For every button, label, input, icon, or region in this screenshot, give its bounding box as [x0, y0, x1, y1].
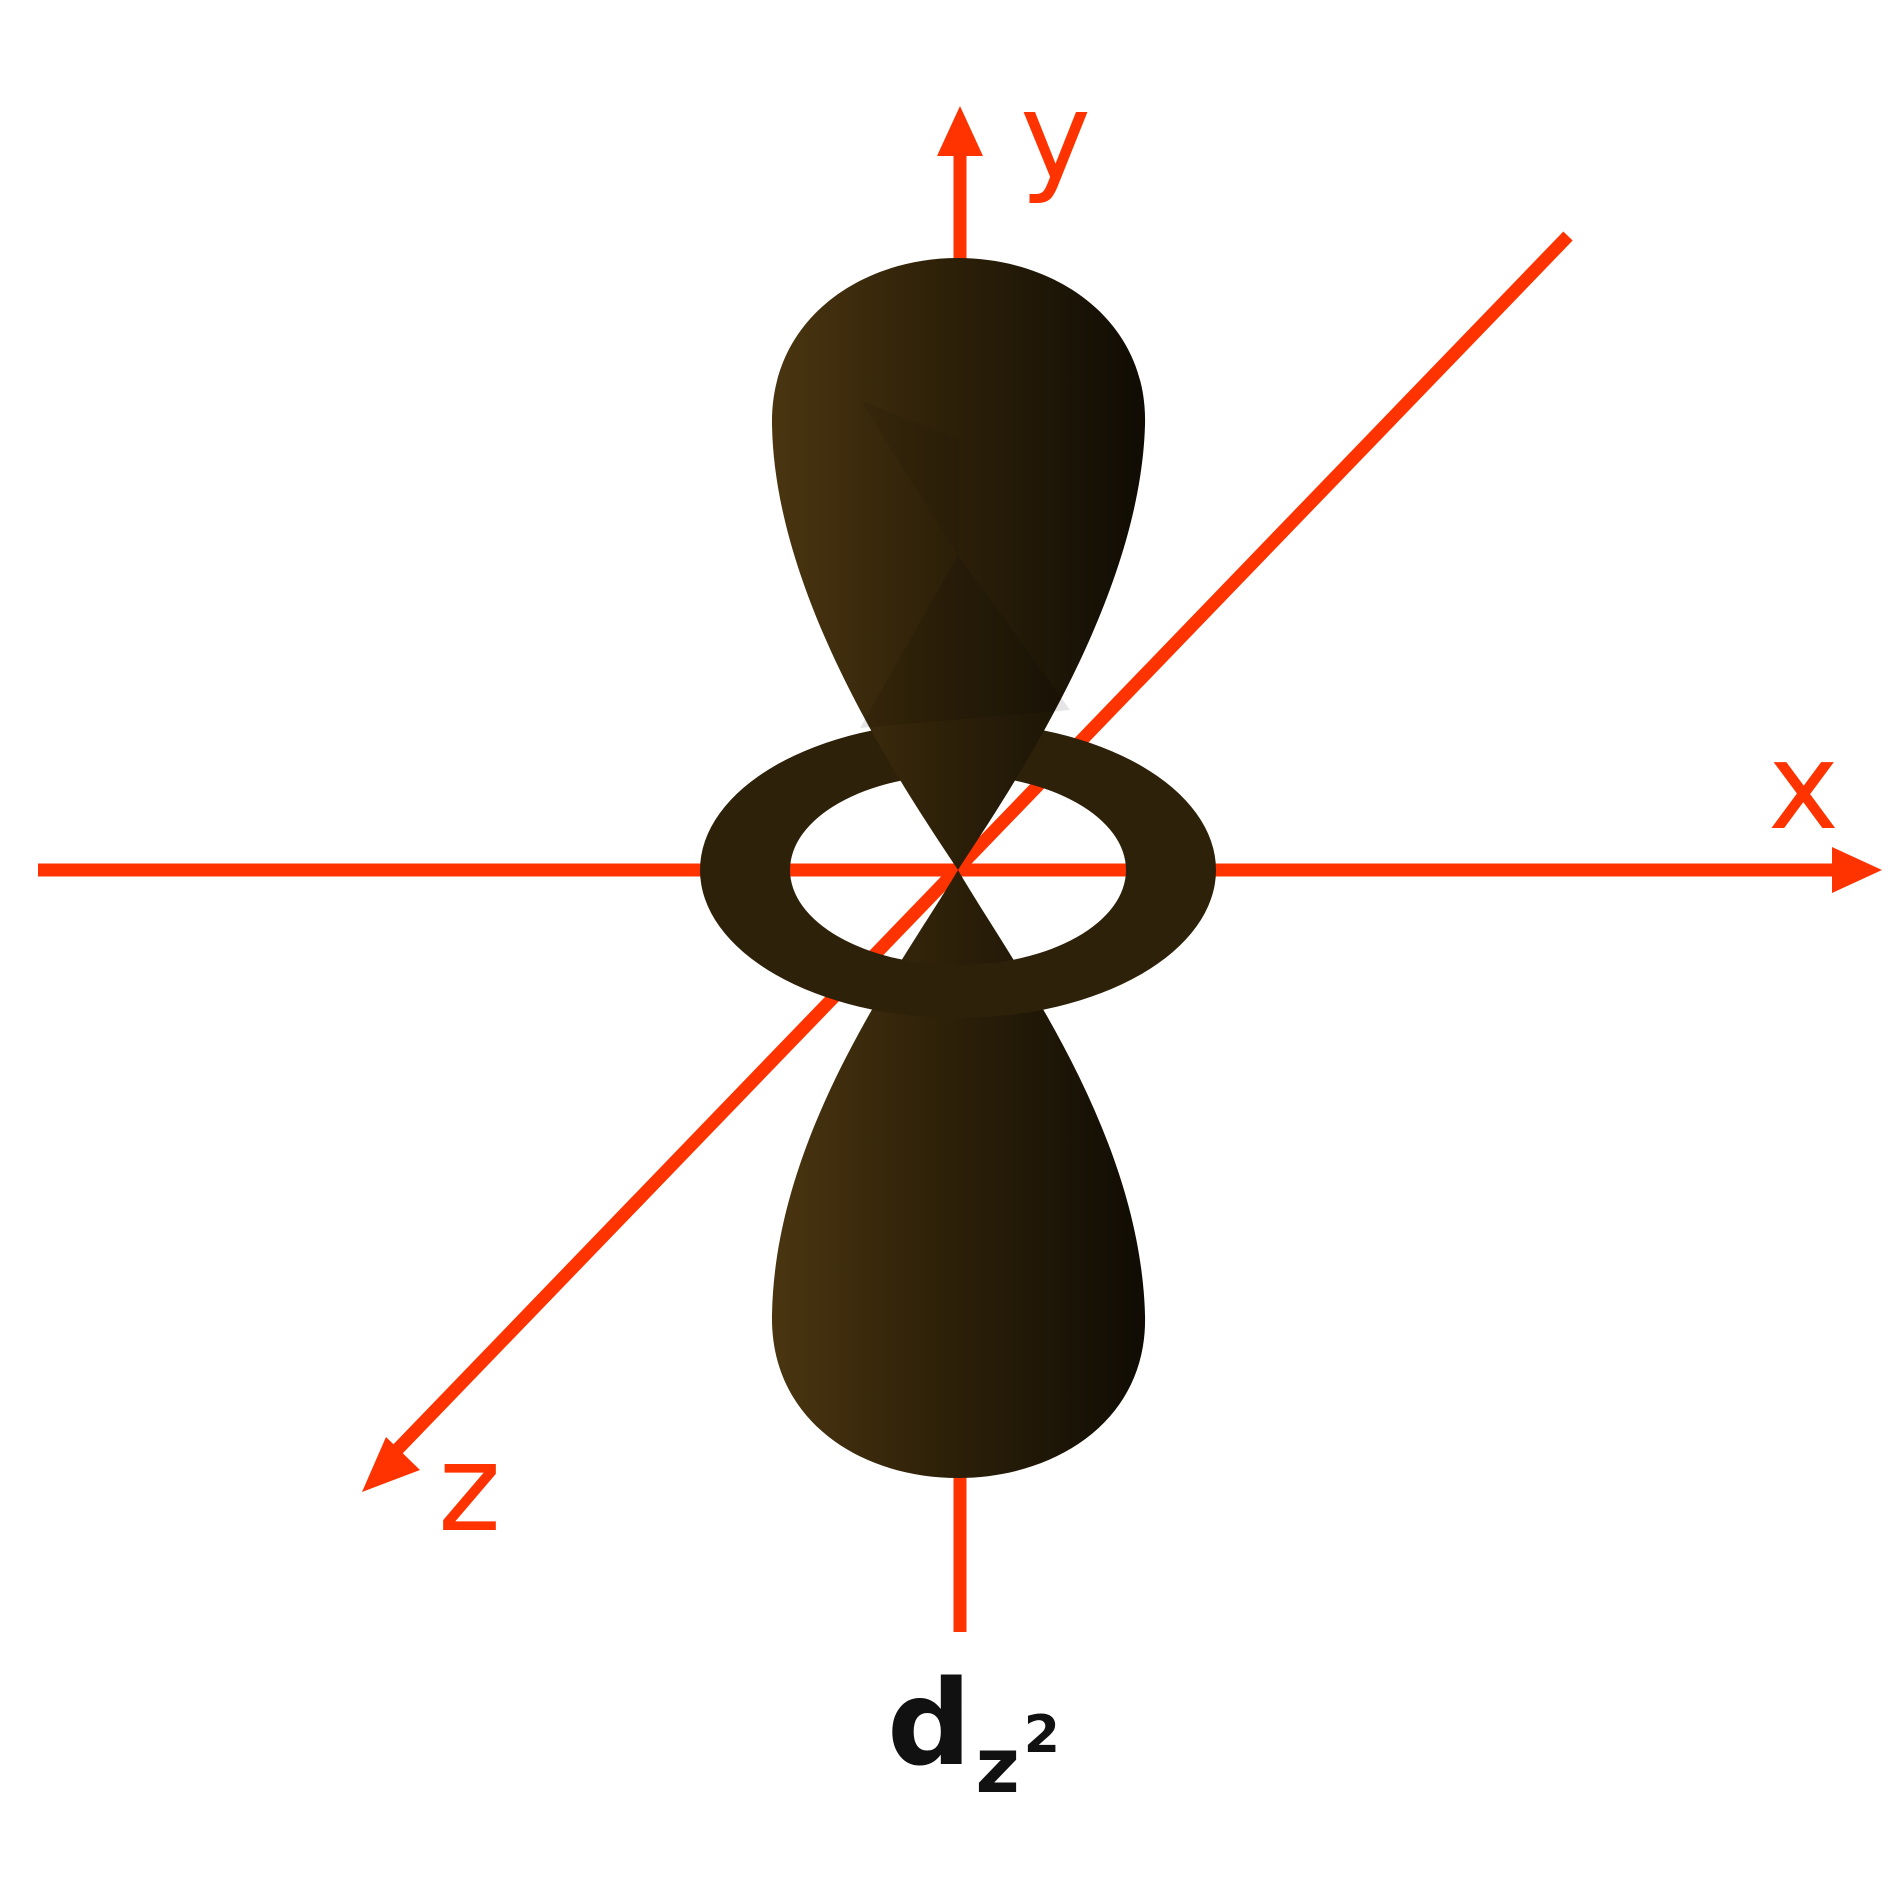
lower-lobe: [771, 870, 1146, 1478]
orbital-label-main: d: [887, 1654, 971, 1792]
upper-lobe-facet: [860, 555, 1070, 728]
x-axis-label: x: [1768, 718, 1839, 857]
upper-lobe: [771, 258, 1146, 870]
x-axis-arrowhead: [1832, 847, 1882, 893]
orbital-label-sup: 2: [1024, 1705, 1060, 1765]
z-axis-label: z: [438, 1420, 501, 1559]
y-axis-label: y: [1020, 68, 1091, 207]
upper-lobe-facet-2: [860, 400, 958, 555]
y-axis-arrowhead: [937, 106, 983, 156]
z-axis-arrowhead: [362, 1437, 420, 1492]
orbital-label: d z 2: [887, 1654, 1060, 1810]
orbital-label-sub: z: [975, 1721, 1019, 1810]
